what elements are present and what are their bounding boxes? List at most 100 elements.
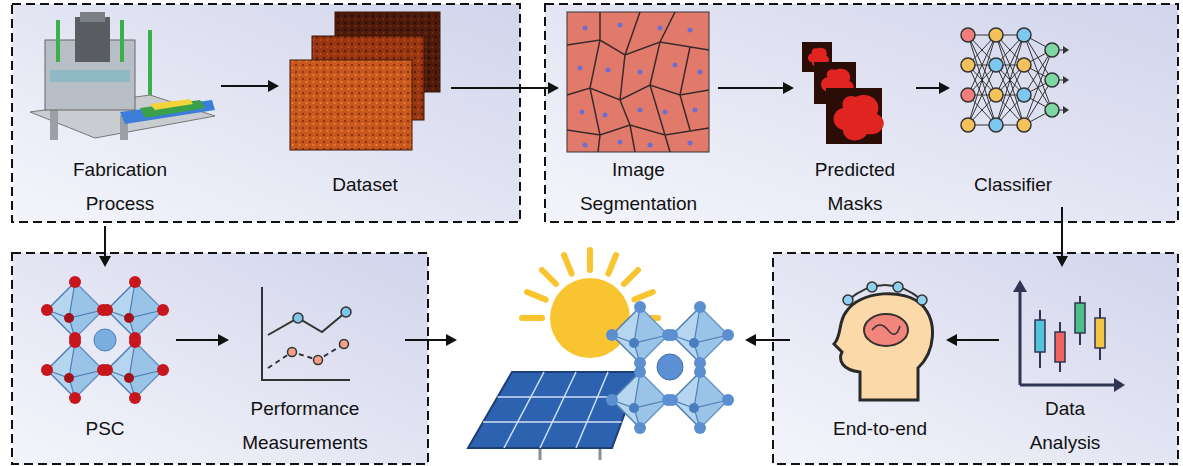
- arrow-line: [916, 87, 940, 89]
- flow-arrow: [1056, 207, 1068, 267]
- arrow-head: [548, 82, 559, 94]
- flow-arrow: [221, 80, 279, 92]
- neural-network: [989, 58, 1003, 72]
- icon-area: [565, 8, 712, 153]
- segmentation-image: [673, 63, 678, 68]
- brain-head: [867, 282, 877, 292]
- dashed-panel: [12, 253, 428, 464]
- arrow-head: [946, 334, 957, 346]
- arrow-line: [221, 85, 269, 87]
- segmentation-image: [638, 108, 643, 113]
- candlestick-chart: [1075, 303, 1085, 333]
- segmentation-image: [688, 141, 693, 146]
- arrow-head: [268, 80, 279, 92]
- dashed-panel: [773, 253, 1178, 464]
- candlestick-chart: [1013, 280, 1027, 292]
- segmentation-image: [567, 12, 709, 152]
- arrow-head: [1056, 256, 1068, 267]
- neural-network: [968, 35, 1064, 125]
- solar-illustration: [468, 250, 734, 460]
- solar-illustration: [540, 448, 600, 460]
- arrow-line: [718, 87, 784, 89]
- performance-chart: [268, 312, 346, 335]
- perovskite-crystal: [41, 276, 169, 404]
- solar-illustration: [468, 372, 640, 448]
- neural-network: [1017, 118, 1031, 132]
- neural-network: [1063, 76, 1069, 84]
- icon-area: [285, 10, 445, 168]
- process-step: Performance Measurements: [235, 272, 375, 460]
- process-step: Fabrication Process: [25, 8, 215, 221]
- icon-area: [956, 10, 1070, 168]
- brain-head: [834, 282, 933, 400]
- icon-area: [1005, 272, 1125, 392]
- flow-arrow: [451, 82, 559, 94]
- step-label: Classifier: [958, 168, 1068, 202]
- segmentation-image: [580, 110, 585, 115]
- brain-head: [843, 295, 853, 305]
- arrow-line: [104, 226, 106, 257]
- mask-images: [802, 42, 884, 144]
- brain-head: [834, 294, 933, 400]
- candlestick-chart: [1035, 320, 1045, 352]
- dataset-images: [290, 12, 440, 150]
- performance-chart: [293, 313, 303, 323]
- brain-head: [843, 282, 927, 305]
- fabrication-machine: [50, 70, 130, 82]
- flow-arrow: [946, 334, 999, 346]
- result-arrow: [405, 339, 790, 341]
- brain-head: [864, 314, 908, 346]
- fabrication-machine: [80, 12, 105, 22]
- segmentation-image: [606, 68, 611, 73]
- process-step: Data Analysis: [1005, 272, 1125, 460]
- fabrication-machine: [58, 20, 150, 95]
- performance-chart: [262, 287, 351, 380]
- brain-head: [893, 282, 903, 292]
- performance-chart: [314, 356, 323, 365]
- solar-illustration: [550, 278, 630, 358]
- performance-chart: [340, 340, 349, 349]
- segmentation-image: [693, 108, 698, 113]
- fabrication-machine: [140, 100, 205, 118]
- step-label: Dataset: [300, 168, 430, 202]
- performance-chart: [262, 287, 350, 380]
- process-step: Image Segmentation: [565, 8, 712, 221]
- segmentation-image: [658, 26, 663, 31]
- candlestick-chart: [1055, 332, 1065, 362]
- neural-network: [961, 58, 975, 72]
- solar-illustration: [657, 354, 683, 380]
- flow-arrow: [176, 334, 229, 346]
- candlestick-chart: [1020, 290, 1116, 385]
- segmentation-image: [618, 140, 623, 145]
- arrow-line: [956, 339, 999, 341]
- step-label: Predicted Masks: [801, 153, 909, 221]
- arrow-head: [939, 82, 950, 94]
- dashed-panel: [12, 4, 1178, 464]
- neural-network: [961, 118, 975, 132]
- fabrication-machine: [30, 12, 215, 140]
- segmentation-image: [583, 143, 588, 148]
- step-label: End-to-end: [820, 412, 940, 446]
- step-label: Performance Measurements: [238, 392, 373, 460]
- dashed-panel: [545, 4, 1178, 222]
- result-arrow: [745, 334, 756, 346]
- neural-network: [961, 28, 1059, 132]
- candlestick-chart: [1114, 378, 1125, 392]
- neural-network: [1063, 106, 1069, 114]
- arrow-line: [176, 339, 219, 341]
- segmentation-image: [618, 23, 623, 28]
- neural-network: [1045, 43, 1059, 57]
- result-arrow: [446, 334, 457, 346]
- arrow-head: [218, 334, 229, 346]
- neural-network: [1063, 46, 1069, 54]
- fabrication-machine: [75, 17, 110, 62]
- brain-head: [917, 295, 927, 305]
- icon-area: [25, 8, 215, 153]
- result-arrow: [405, 334, 790, 346]
- segmentation-image: [567, 12, 709, 152]
- process-step: PSC: [40, 272, 170, 446]
- neural-network: [961, 88, 975, 102]
- segmentation-image: [663, 110, 668, 115]
- performance-chart: [288, 348, 297, 357]
